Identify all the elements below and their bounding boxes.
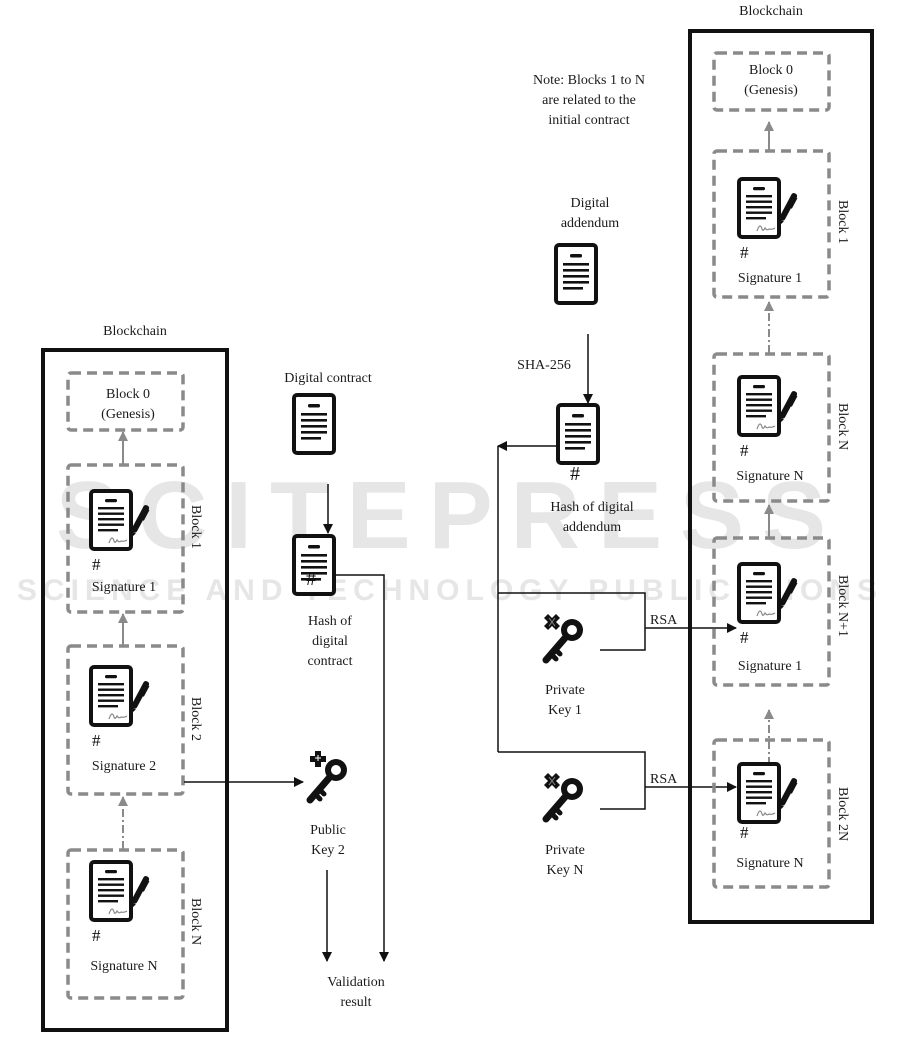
- left-block-2: # Signature 2 Block 2: [66, 644, 203, 796]
- public-key-label-1: Public: [310, 823, 346, 838]
- right-block-n-signature: Signature N: [736, 469, 803, 484]
- watermark-subtitle: SCIENCE AND TECHNOLOGY PUBLICATIONS: [17, 574, 883, 607]
- note-line-3: initial contract: [548, 113, 629, 128]
- left-block-1-signature: Signature 1: [92, 580, 156, 595]
- contract-hash-label-2: digital: [312, 634, 348, 649]
- watermark-title: SCITEPRESS: [56, 462, 844, 569]
- hash-symbol: #: [740, 823, 749, 842]
- private-key-n-label-1: Private: [545, 843, 585, 858]
- private-key-n-label-2: Key N: [547, 863, 584, 878]
- right-block-n: # Signature N Block N: [712, 352, 850, 503]
- private-key-1-label-2: Key 1: [548, 703, 582, 718]
- right-genesis-line2: (Genesis): [744, 83, 798, 98]
- left-genesis-block: Block 0 (Genesis): [66, 371, 185, 432]
- hash-symbol: #: [92, 926, 101, 945]
- addendum-hash-doc-icon: [556, 403, 600, 465]
- left-block-n-signature: Signature N: [90, 959, 157, 974]
- private-key-n-icon: [544, 773, 583, 819]
- public-key-icon: [310, 751, 347, 800]
- left-blockchain-frame: [41, 348, 229, 1032]
- left-block-1-side-label: Block 1: [188, 505, 203, 549]
- hash-symbol: #: [740, 243, 749, 262]
- right-block-n-plus-1-signature: Signature 1: [738, 659, 802, 674]
- left-blockchain: Blockchain Block 0 (Genesis) # Signature…: [41, 324, 229, 1032]
- validation-flow: Digital contract # Hash of digital contr…: [184, 371, 389, 1010]
- left-block-2-side-label: Block 2: [188, 697, 203, 741]
- digital-contract-doc-icon: [292, 393, 336, 455]
- left-genesis-line2: (Genesis): [101, 407, 155, 422]
- digital-addendum-label-2: addendum: [561, 216, 619, 231]
- right-blockchain-frame: [688, 29, 874, 924]
- private-key-1-icon: [544, 614, 583, 660]
- left-block-1: # Signature 1 Block 1: [66, 463, 203, 614]
- rsa-1-label: RSA: [650, 613, 678, 628]
- right-genesis-line1: Block 0: [749, 63, 793, 78]
- validation-result-label-1: Validation: [327, 975, 385, 990]
- digital-addendum-label-1: Digital: [571, 196, 610, 211]
- signed-document-icon: [737, 762, 801, 824]
- digital-contract-label: Digital contract: [284, 371, 372, 386]
- hash-symbol: #: [92, 731, 101, 750]
- left-block-2-signature: Signature 2: [92, 759, 156, 774]
- sha256-label: SHA-256: [517, 358, 571, 373]
- rsa-n-label: RSA: [650, 772, 678, 787]
- addendum-hash-label-1: Hash of digital: [550, 500, 633, 515]
- bus-to-rsa-1: [498, 592, 646, 651]
- right-block-2n-side-label: Block 2N: [835, 787, 850, 841]
- signed-document-icon: [89, 665, 153, 727]
- right-block-1-side-label: Block 1: [835, 200, 850, 244]
- hash-symbol: #: [740, 441, 749, 460]
- right-block-n-plus-1: # Signature 1 Block N+1: [712, 536, 850, 687]
- left-block-n: # Signature N Block N: [66, 848, 203, 1000]
- signed-document-icon: [737, 562, 801, 624]
- public-key-label-2: Key 2: [311, 843, 345, 858]
- left-block-n-side-label: Block N: [188, 898, 203, 945]
- left-blockchain-title: Blockchain: [103, 324, 167, 339]
- right-blockchain-title: Blockchain: [739, 4, 803, 19]
- bus-to-rsa-n: [498, 751, 646, 810]
- note-line-2: are related to the: [542, 93, 636, 108]
- contract-hash-label-3: contract: [307, 654, 352, 669]
- left-genesis-line1: Block 0: [106, 387, 150, 402]
- signed-document-icon: [737, 375, 801, 437]
- right-blockchain: Blockchain Block 0 (Genesis) # Signature…: [688, 4, 874, 924]
- right-block-1-signature: Signature 1: [738, 271, 802, 286]
- arrow-hash-to-validation: [332, 574, 389, 962]
- right-block-n-side-label: Block N: [835, 403, 850, 450]
- addendum-flow: Note: Blocks 1 to N are related to the i…: [497, 73, 737, 878]
- right-block-2n: # Signature N Block 2N: [712, 738, 850, 889]
- signed-document-icon: [737, 177, 801, 239]
- right-block-1: # Signature 1 Block 1: [712, 149, 850, 299]
- right-block-n-plus-1-side-label: Block N+1: [835, 575, 850, 637]
- hash-symbol: #: [570, 463, 580, 485]
- validation-result-label-2: result: [340, 995, 371, 1010]
- private-key-1-label-1: Private: [545, 683, 585, 698]
- digital-addendum-doc-icon: [554, 243, 598, 305]
- hash-symbol: #: [740, 628, 749, 647]
- right-block-2n-signature: Signature N: [736, 856, 803, 871]
- note-line-1: Note: Blocks 1 to N: [533, 73, 645, 88]
- right-genesis-block: Block 0 (Genesis): [712, 51, 831, 112]
- signed-document-icon: [89, 860, 153, 922]
- hash-symbol: #: [306, 568, 316, 590]
- hash-symbol: #: [92, 555, 101, 574]
- addendum-hash-label-2: addendum: [563, 520, 621, 535]
- contract-hash-label-1: Hash of: [308, 614, 352, 629]
